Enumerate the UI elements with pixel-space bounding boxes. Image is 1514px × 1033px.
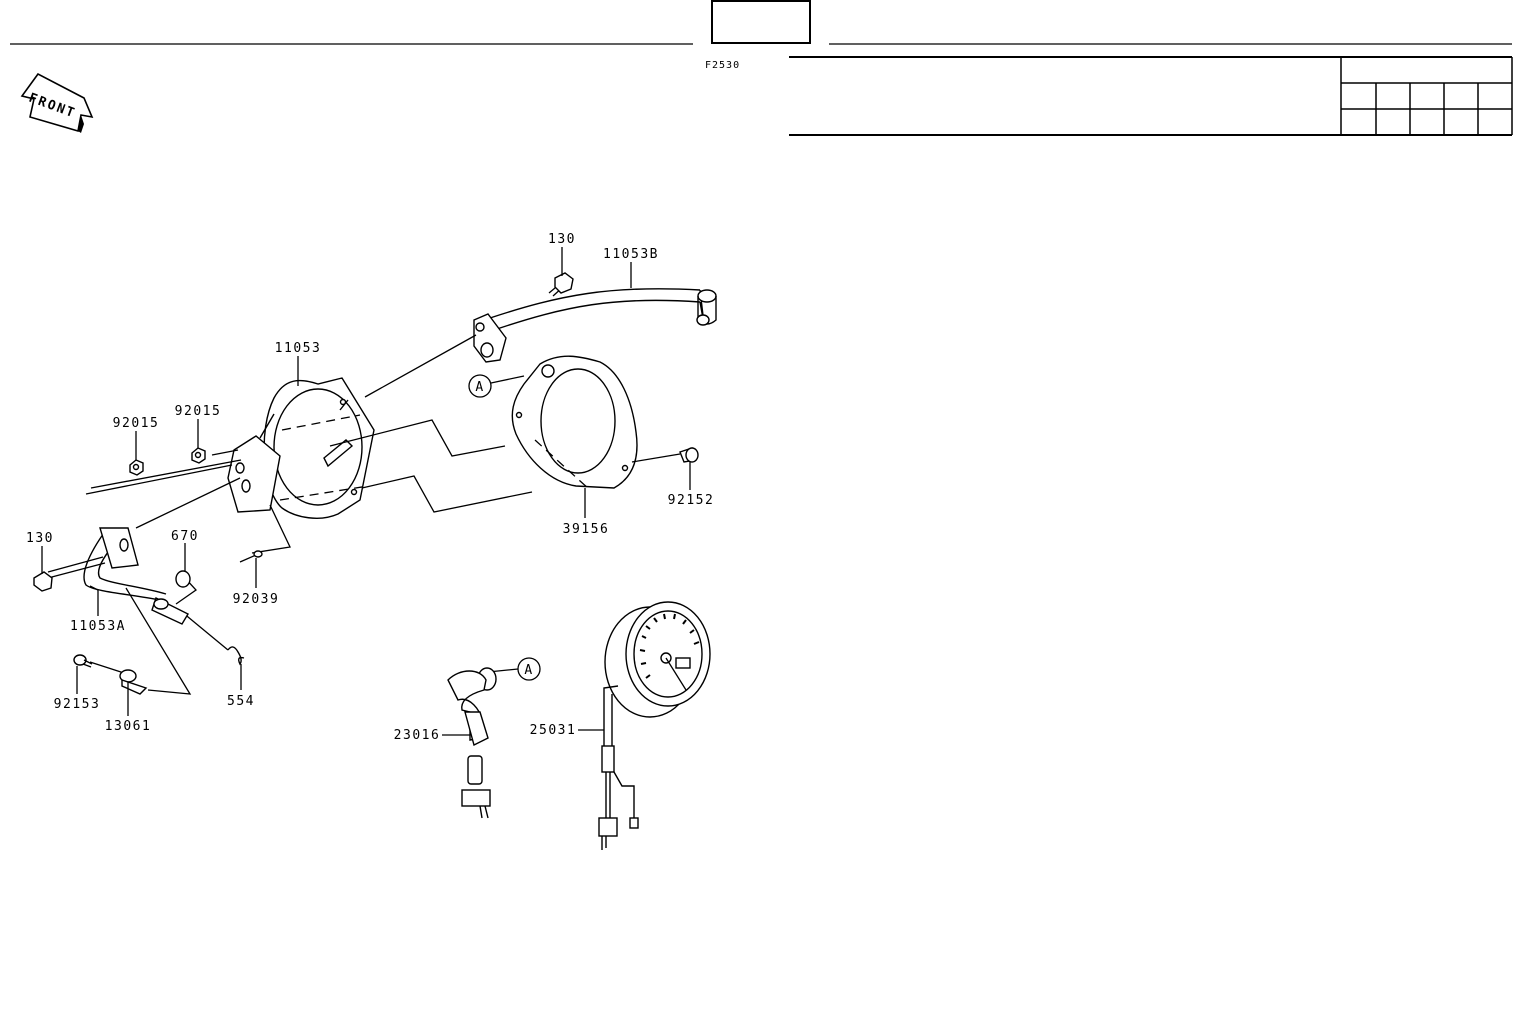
- svg-text:A: A: [475, 380, 484, 395]
- front-arrow-icon: FRONT: [20, 72, 94, 133]
- nut-92015-b: [191, 447, 206, 464]
- callout-leaders: [41, 247, 691, 736]
- page-number-box: [711, 0, 811, 44]
- spring-554: [227, 646, 245, 666]
- figure-code: F2530: [705, 60, 740, 71]
- label-13061: 13061: [105, 719, 152, 734]
- label-92015-b: 92015: [175, 404, 222, 419]
- label-130-left: 130: [26, 531, 54, 546]
- label-11053a: 11053A: [70, 619, 126, 634]
- label-554: 554: [227, 694, 255, 709]
- applicability-table: [789, 56, 1513, 136]
- nut-92015-a: [129, 459, 144, 476]
- screw-92153: [73, 654, 93, 668]
- header: F2530: [10, 0, 1513, 136]
- label-670: 670: [171, 529, 199, 544]
- leader-lines: [85, 334, 681, 695]
- headlight-ring: [511, 355, 638, 491]
- part-labels: 130 11053B 11053 92015 92015 130 670 920…: [26, 232, 715, 743]
- label-23016: 23016: [394, 728, 441, 743]
- damper-13061: [119, 669, 148, 695]
- o-ring-670: [175, 570, 191, 588]
- collar-92152: [679, 447, 699, 463]
- label-92153: 92153: [54, 697, 101, 712]
- label-92152: 92152: [668, 493, 715, 508]
- handlebar-right: [473, 288, 717, 363]
- ref-marker-a-lower: A: [517, 657, 541, 681]
- label-92039: 92039: [233, 592, 280, 607]
- label-25031: 25031: [530, 723, 577, 738]
- label-130-top: 130: [548, 232, 576, 247]
- label-39156: 39156: [563, 522, 610, 537]
- label-11053: 11053: [275, 341, 322, 356]
- label-11053b: 11053B: [603, 247, 659, 262]
- bolt-130-top: [548, 272, 574, 297]
- meter-25031: [598, 601, 711, 850]
- lamp-socket-23016: [447, 667, 497, 819]
- svg-text:A: A: [524, 663, 533, 678]
- handlebar-left: [33, 527, 189, 625]
- clip-92039: [239, 550, 263, 563]
- label-92015-a: 92015: [113, 416, 160, 431]
- headlight-bracket: [227, 377, 375, 519]
- ref-marker-a-upper: A: [468, 374, 525, 398]
